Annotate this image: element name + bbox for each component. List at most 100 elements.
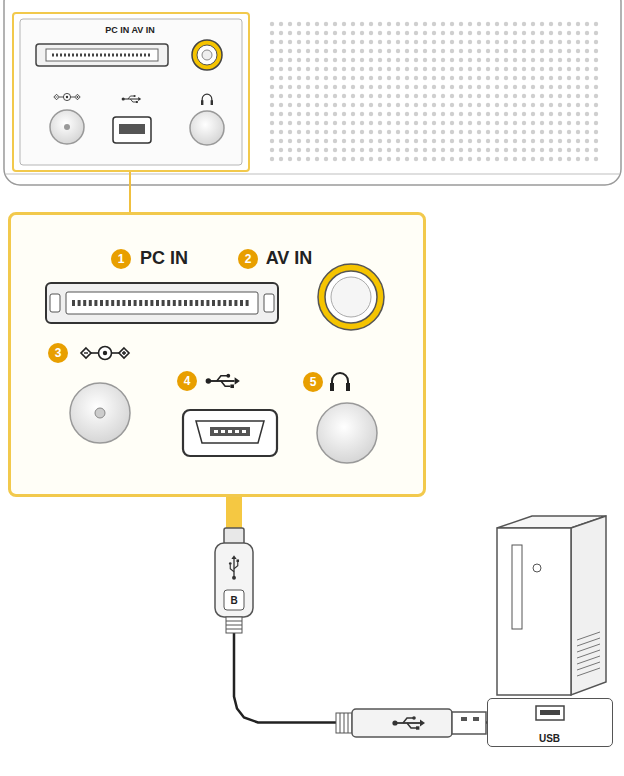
speaker-grille: [351, 85, 355, 89]
speaker-grille: [270, 103, 274, 107]
speaker-grille: [468, 121, 472, 125]
speaker-grille: [288, 112, 292, 116]
speaker-grille: [333, 148, 337, 152]
speaker-grille: [585, 85, 589, 89]
connector-pins: [218, 300, 221, 306]
speaker-grille: [414, 31, 418, 35]
speaker-grille: [486, 22, 490, 26]
speaker-grille: [522, 31, 526, 35]
speaker-grille: [288, 49, 292, 53]
speaker-grille: [576, 40, 580, 44]
speaker-grille: [495, 157, 499, 161]
zoomed-port-panel: [50, 294, 60, 312]
speaker-grille: [315, 49, 319, 53]
small-port-panel: [197, 45, 217, 65]
speaker-grille: [477, 103, 481, 107]
speaker-grille: [369, 121, 373, 125]
speaker-grille: [342, 31, 346, 35]
speaker-grille: [540, 94, 544, 98]
speaker-grille: [270, 130, 274, 134]
speaker-grille: [315, 67, 319, 71]
speaker-grille: [333, 112, 337, 116]
speaker-grille: [279, 76, 283, 80]
speaker-grille: [324, 76, 328, 80]
speaker-grille: [315, 103, 319, 107]
speaker-grille: [585, 121, 589, 125]
speaker-grille: [414, 85, 418, 89]
speaker-grille: [549, 130, 553, 134]
speaker-grille: [486, 49, 490, 53]
speaker-grille: [360, 40, 364, 44]
speaker-grille: [423, 94, 427, 98]
speaker-grille: [342, 49, 346, 53]
speaker-grille: [477, 40, 481, 44]
speaker-grille: [405, 157, 409, 161]
speaker-grille: [504, 94, 508, 98]
speaker-grille: [306, 76, 310, 80]
speaker-grille: [432, 58, 436, 62]
speaker-grille: [432, 139, 436, 143]
speaker-grille: [297, 58, 301, 62]
speaker-grille: [351, 103, 355, 107]
speaker-grille: [288, 94, 292, 98]
speaker-grille: [486, 94, 490, 98]
callout-number: 1: [111, 249, 131, 269]
speaker-grille: [459, 58, 463, 62]
speaker-grille: [513, 58, 517, 62]
usb-a-plug: [336, 713, 352, 733]
speaker-grille: [513, 130, 517, 134]
connector-pins: [145, 300, 148, 306]
speaker-grille: [414, 22, 418, 26]
usb-port-box: [536, 706, 564, 720]
speaker-grille: [594, 103, 598, 107]
speaker-grille: [396, 22, 400, 26]
leader-line: [129, 172, 131, 212]
speaker-grille: [495, 58, 499, 62]
speaker-grille: [567, 22, 571, 26]
speaker-grille: [423, 148, 427, 152]
speaker-grille: [594, 85, 598, 89]
speaker-grille: [432, 31, 436, 35]
speaker-grille: [351, 112, 355, 116]
speaker-grille: [351, 40, 355, 44]
speaker-grille: [477, 157, 481, 161]
speaker-grille: [531, 157, 535, 161]
speaker-grille: [441, 157, 445, 161]
speaker-grille: [567, 121, 571, 125]
speaker-grille: [477, 130, 481, 134]
port-label: AV IN: [266, 249, 313, 269]
speaker-grille: [279, 49, 283, 53]
speaker-grille: [360, 94, 364, 98]
speaker-grille: [333, 139, 337, 143]
speaker-grille: [594, 22, 598, 26]
speaker-grille: [279, 139, 283, 143]
speaker-grille: [459, 67, 463, 71]
speaker-grille: [513, 112, 517, 116]
speaker-grille: [549, 121, 553, 125]
speaker-grille: [315, 40, 319, 44]
speaker-grille: [342, 40, 346, 44]
speaker-grille: [342, 85, 346, 89]
speaker-grille: [558, 58, 562, 62]
connector-pins: [173, 300, 176, 306]
speaker-grille: [324, 94, 328, 98]
speaker-grille: [306, 121, 310, 125]
speaker-grille: [495, 139, 499, 143]
speaker-grille: [324, 130, 328, 134]
speaker-grille: [423, 121, 427, 125]
speaker-grille: [594, 94, 598, 98]
speaker-grille: [378, 85, 382, 89]
speaker-grille: [387, 22, 391, 26]
zoomed-port-panel: [210, 427, 250, 436]
speaker-grille: [297, 94, 301, 98]
zoomed-port-panel: [81, 347, 129, 360]
speaker-grille: [594, 76, 598, 80]
speaker-grille: [540, 103, 544, 107]
speaker-grille: [567, 103, 571, 107]
speaker-grille: [513, 40, 517, 44]
pc-tower: [533, 564, 541, 572]
speaker-grille: [504, 31, 508, 35]
speaker-grille: [522, 139, 526, 143]
speaker-grille: [540, 112, 544, 116]
speaker-grille: [333, 130, 337, 134]
